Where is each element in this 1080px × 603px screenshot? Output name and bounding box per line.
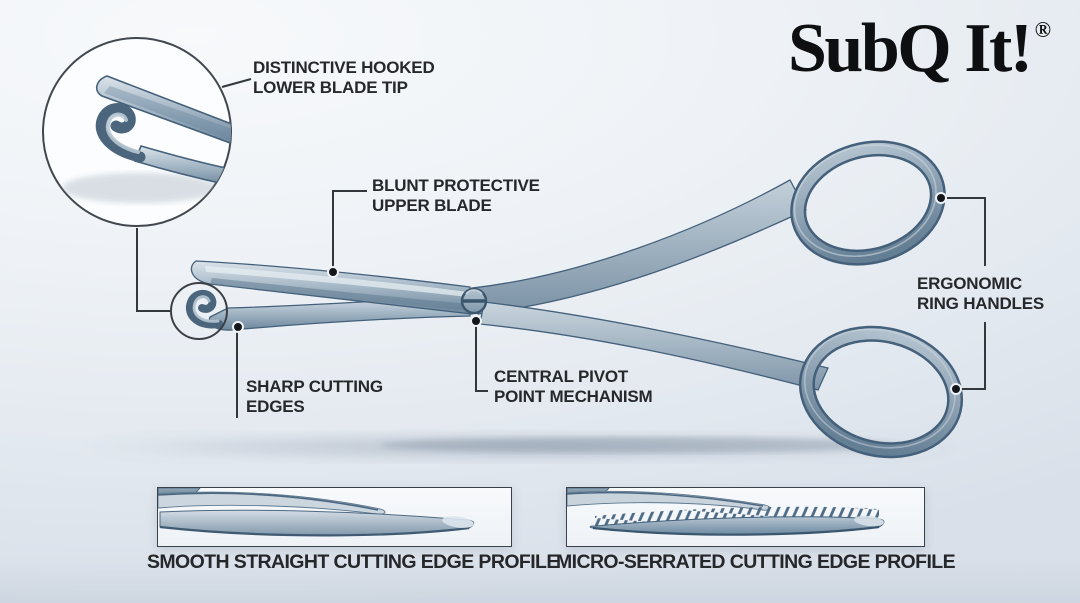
smooth-edge-caption: SMOOTH STRAIGHT CUTTING EDGE PROFILE [147, 551, 559, 573]
smooth-edge-inset [157, 487, 512, 547]
label-blunt-blade: BLUNT PROTECTIVE UPPER BLADE [372, 176, 540, 216]
pivot-screw [460, 287, 488, 315]
ground-shadow [75, 433, 965, 461]
top-ring-handle [790, 140, 946, 266]
brand-logo: SubQ It!® [788, 14, 1051, 84]
label-hooked-tip-line1: DISTINCTIVE HOOKED [253, 58, 435, 77]
callout-lines [136, 78, 986, 418]
callout-dots [232, 192, 962, 395]
serrated-edge-profile-illustration [567, 488, 885, 536]
brand-name: SubQ It! [788, 10, 1033, 87]
label-ring-handles-line1: ERGONOMIC [917, 274, 1022, 293]
hooked-blade-tip [185, 289, 223, 329]
bottom-ring-handle [798, 325, 964, 459]
smooth-edge-profile-illustration [158, 488, 475, 537]
label-hooked-tip-line2: LOWER BLADE TIP [253, 78, 408, 97]
label-hooked-tip: DISTINCTIVE HOOKED LOWER BLADE TIP [253, 58, 435, 98]
label-cutting-edges-line1: SHARP CUTTING [246, 377, 383, 396]
label-cutting-edges-line2: EDGES [246, 397, 305, 416]
hook-blade-and-upper-handle [185, 140, 946, 331]
label-blunt-blade-line1: BLUNT PROTECTIVE [372, 176, 540, 195]
serrated-edge-inset [566, 487, 925, 547]
label-cutting-edges: SHARP CUTTING EDGES [246, 377, 383, 417]
label-pivot-line2: POINT MECHANISM [494, 387, 653, 406]
label-blunt-blade-line2: UPPER BLADE [372, 196, 492, 215]
registered-trademark: ® [1034, 17, 1052, 42]
micro-serration-teeth [595, 506, 879, 526]
label-ring-handles-line2: RING HANDLES [917, 294, 1044, 313]
hook-highlight-circle [170, 282, 228, 340]
magnifier-inset [42, 37, 232, 227]
label-ring-handles: ERGONOMIC RING HANDLES [917, 274, 1044, 314]
serrated-edge-caption: MICRO-SERRATED CUTTING EDGE PROFILE [556, 551, 956, 573]
blunt-blade-and-lower-handle [190, 260, 964, 459]
label-pivot-line1: CENTRAL PIVOT [494, 367, 629, 386]
label-pivot: CENTRAL PIVOT POINT MECHANISM [494, 367, 653, 407]
